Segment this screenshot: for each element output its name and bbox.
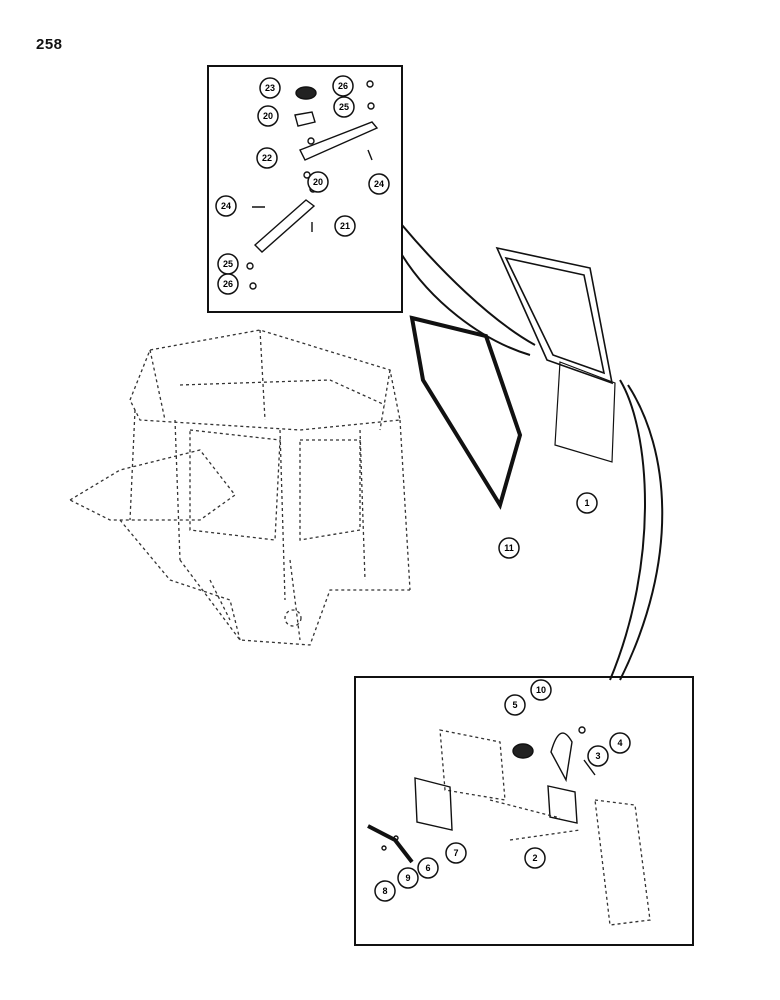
callout-label: 4 xyxy=(617,738,622,748)
callout-circle xyxy=(609,732,631,754)
callout-circle xyxy=(332,75,354,97)
callout-label: 20 xyxy=(313,177,323,187)
callout-circle xyxy=(445,842,467,864)
callout-2: 2 xyxy=(524,847,546,869)
callout-label: 22 xyxy=(262,153,272,163)
callout-11: 11 xyxy=(498,537,520,559)
callout-label: 1 xyxy=(584,498,589,508)
callout-label: 11 xyxy=(504,543,514,553)
callout-label: 24 xyxy=(221,201,231,211)
callout-7: 7 xyxy=(445,842,467,864)
callout-circle xyxy=(397,867,419,889)
callout-1: 1 xyxy=(576,492,598,514)
callout-8: 8 xyxy=(374,880,396,902)
callout-20: 20 xyxy=(257,105,279,127)
callout-circle xyxy=(368,173,390,195)
hinge-parts xyxy=(246,80,379,290)
callout-24: 24 xyxy=(368,173,390,195)
callout-circle xyxy=(333,96,355,118)
callout-circle xyxy=(217,273,239,295)
callout-26: 26 xyxy=(217,273,239,295)
callout-26: 26 xyxy=(332,75,354,97)
callout-label: 26 xyxy=(338,81,348,91)
callout-label: 25 xyxy=(339,102,349,112)
callout-label: 10 xyxy=(536,685,546,695)
callout-circle xyxy=(417,857,439,879)
callout-circle xyxy=(257,105,279,127)
callout-circle xyxy=(374,880,396,902)
callout-label: 3 xyxy=(595,751,600,761)
inset-leaders xyxy=(401,224,664,681)
callout-label: 8 xyxy=(382,886,387,896)
callout-circle xyxy=(504,694,526,716)
callout-6: 6 xyxy=(417,857,439,879)
callout-circle xyxy=(587,745,609,767)
glass-seal xyxy=(409,315,523,510)
callout-23: 23 xyxy=(259,77,281,99)
callout-label: 21 xyxy=(340,221,350,231)
callout-3: 3 xyxy=(587,745,609,767)
callout-22: 22 xyxy=(256,147,278,169)
callout-25: 25 xyxy=(333,96,355,118)
callout-circle xyxy=(259,77,281,99)
callout-10: 10 xyxy=(530,679,552,701)
callout-20: 20 xyxy=(307,171,329,193)
callout-5: 5 xyxy=(504,694,526,716)
callout-4: 4 xyxy=(609,732,631,754)
callout-label: 23 xyxy=(265,83,275,93)
callout-label: 2 xyxy=(532,853,537,863)
callout-circle xyxy=(530,679,552,701)
door-panel xyxy=(495,246,616,463)
callout-circle xyxy=(334,215,356,237)
callout-25: 25 xyxy=(217,253,239,275)
callout-9: 9 xyxy=(397,867,419,889)
callout-circle xyxy=(215,195,237,217)
callout-circle xyxy=(256,147,278,169)
callout-21: 21 xyxy=(334,215,356,237)
callout-label: 6 xyxy=(425,863,430,873)
cab-frame xyxy=(68,329,411,646)
latch-inset-box xyxy=(354,676,694,946)
callout-circle xyxy=(498,537,520,559)
callout-label: 7 xyxy=(453,848,458,858)
callout-label: 20 xyxy=(263,111,273,121)
page-number: 258 xyxy=(36,36,63,53)
callout-label: 24 xyxy=(374,179,384,189)
latch-parts xyxy=(367,726,651,926)
callout-circle xyxy=(524,847,546,869)
callout-24: 24 xyxy=(215,195,237,217)
callout-circle xyxy=(307,171,329,193)
callout-label: 25 xyxy=(223,259,233,269)
callout-circle xyxy=(576,492,598,514)
callout-label: 26 xyxy=(223,279,233,289)
callout-label: 5 xyxy=(512,700,517,710)
callout-label: 9 xyxy=(405,873,410,883)
